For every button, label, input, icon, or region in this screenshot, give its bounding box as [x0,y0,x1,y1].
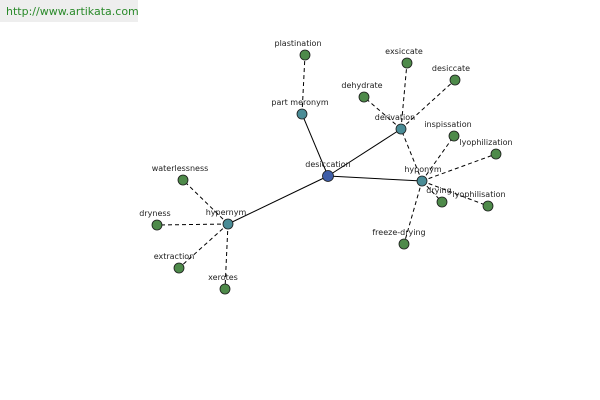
node-lyophilization[interactable]: lyophilization [459,138,513,160]
edge-hypernym-to-extraction [178,223,229,269]
node-freeze-drying[interactable]: freeze-drying [372,228,426,250]
edge-hyponym-to-freeze-drying [403,180,423,245]
edge-hypernym-to-xerotes [224,223,229,290]
node-label-plastination: plastination [274,39,321,48]
graph-nodes: desiccation part meronym derivation hyponym… [139,39,513,295]
node-circle-freeze-drying[interactable] [398,238,410,250]
node-circle-dehydrate[interactable] [358,91,370,103]
node-label-drying: drying [426,186,451,195]
node-circle-xerotes[interactable] [219,283,231,295]
edge-hyponym-to-inspissation [421,135,455,182]
node-circle-plastination[interactable] [299,49,311,61]
node-label-hypernym: hypernym [206,208,247,217]
edge-hypernym-to-dryness [156,223,229,226]
edge-desiccation-to-part-meronym [301,113,329,177]
node-label-dryness: dryness [139,209,170,218]
node-dryness[interactable]: dryness [139,209,171,231]
node-circle-hypernym[interactable] [222,218,234,230]
node-lyophilisation[interactable]: lyophilisation [452,190,506,212]
node-plastination[interactable]: plastination [274,39,322,61]
node-dehydrate[interactable]: dehydrate [341,81,383,103]
node-label-extraction: extraction [154,252,195,261]
node-circle-waterlessness[interactable] [177,174,189,186]
node-xerotes[interactable]: xerotes [208,273,238,295]
url-banner: http://www.artikata.com [0,0,139,22]
edge-derivation-to-desiccate [400,79,456,130]
node-exsiccate[interactable]: exsiccate [385,47,423,69]
edge-hyponym-to-lyophilisation [421,180,489,207]
node-circle-desiccation[interactable] [322,170,334,182]
node-derivation[interactable]: derivation [375,113,415,135]
edge-hypernym-to-waterlessness [182,179,229,225]
node-label-hyponym: hyponym [404,165,442,174]
site-url-link[interactable]: http://www.artikata.com [6,5,139,18]
graph-edges [156,54,497,290]
node-label-lyophilisation: lyophilisation [452,190,505,199]
node-label-part-meronym: part meronym [271,98,328,107]
node-waterlessness[interactable]: waterlessness [152,164,209,186]
edge-part-meronym-to-plastination [301,54,306,115]
node-label-desiccate: desiccate [432,64,470,73]
node-label-waterlessness: waterlessness [152,164,209,173]
node-label-lyophilization: lyophilization [459,138,512,147]
edge-derivation-to-dehydrate [363,96,402,130]
node-circle-extraction[interactable] [173,262,185,274]
node-label-dehydrate: dehydrate [341,81,382,90]
edge-desiccation-to-derivation [327,128,402,177]
node-drying[interactable]: drying [426,186,452,208]
edge-desiccation-to-hyponym [327,175,423,182]
node-inspissation[interactable]: inspissation [424,120,472,142]
node-circle-hyponym[interactable] [416,175,428,187]
node-part-meronym[interactable]: part meronym [271,98,329,120]
node-label-exsiccate: exsiccate [385,47,423,56]
node-extraction[interactable]: extraction [154,252,195,274]
node-desiccate[interactable]: desiccate [432,64,470,86]
node-circle-lyophilisation[interactable] [482,200,494,212]
edge-hyponym-to-lyophilization [421,153,497,182]
node-hypernym[interactable]: hypernym [206,208,247,230]
node-hyponym[interactable]: hyponym [404,165,442,187]
node-circle-part-meronym[interactable] [296,108,308,120]
node-desiccation[interactable]: desiccation [305,160,351,182]
edge-hyponym-to-derivation [400,128,423,182]
node-circle-inspissation[interactable] [448,130,460,142]
node-label-freeze-drying: freeze-drying [372,228,425,237]
node-circle-dryness[interactable] [151,219,163,231]
node-label-desiccation: desiccation [305,160,350,169]
node-circle-exsiccate[interactable] [401,57,413,69]
node-circle-lyophilization[interactable] [490,148,502,160]
node-label-derivation: derivation [375,113,415,122]
node-label-xerotes: xerotes [208,273,238,282]
node-circle-desiccate[interactable] [449,74,461,86]
node-circle-derivation[interactable] [395,123,407,135]
node-circle-drying[interactable] [436,196,448,208]
node-label-inspissation: inspissation [424,120,471,129]
edge-desiccation-to-hypernym [227,175,329,225]
